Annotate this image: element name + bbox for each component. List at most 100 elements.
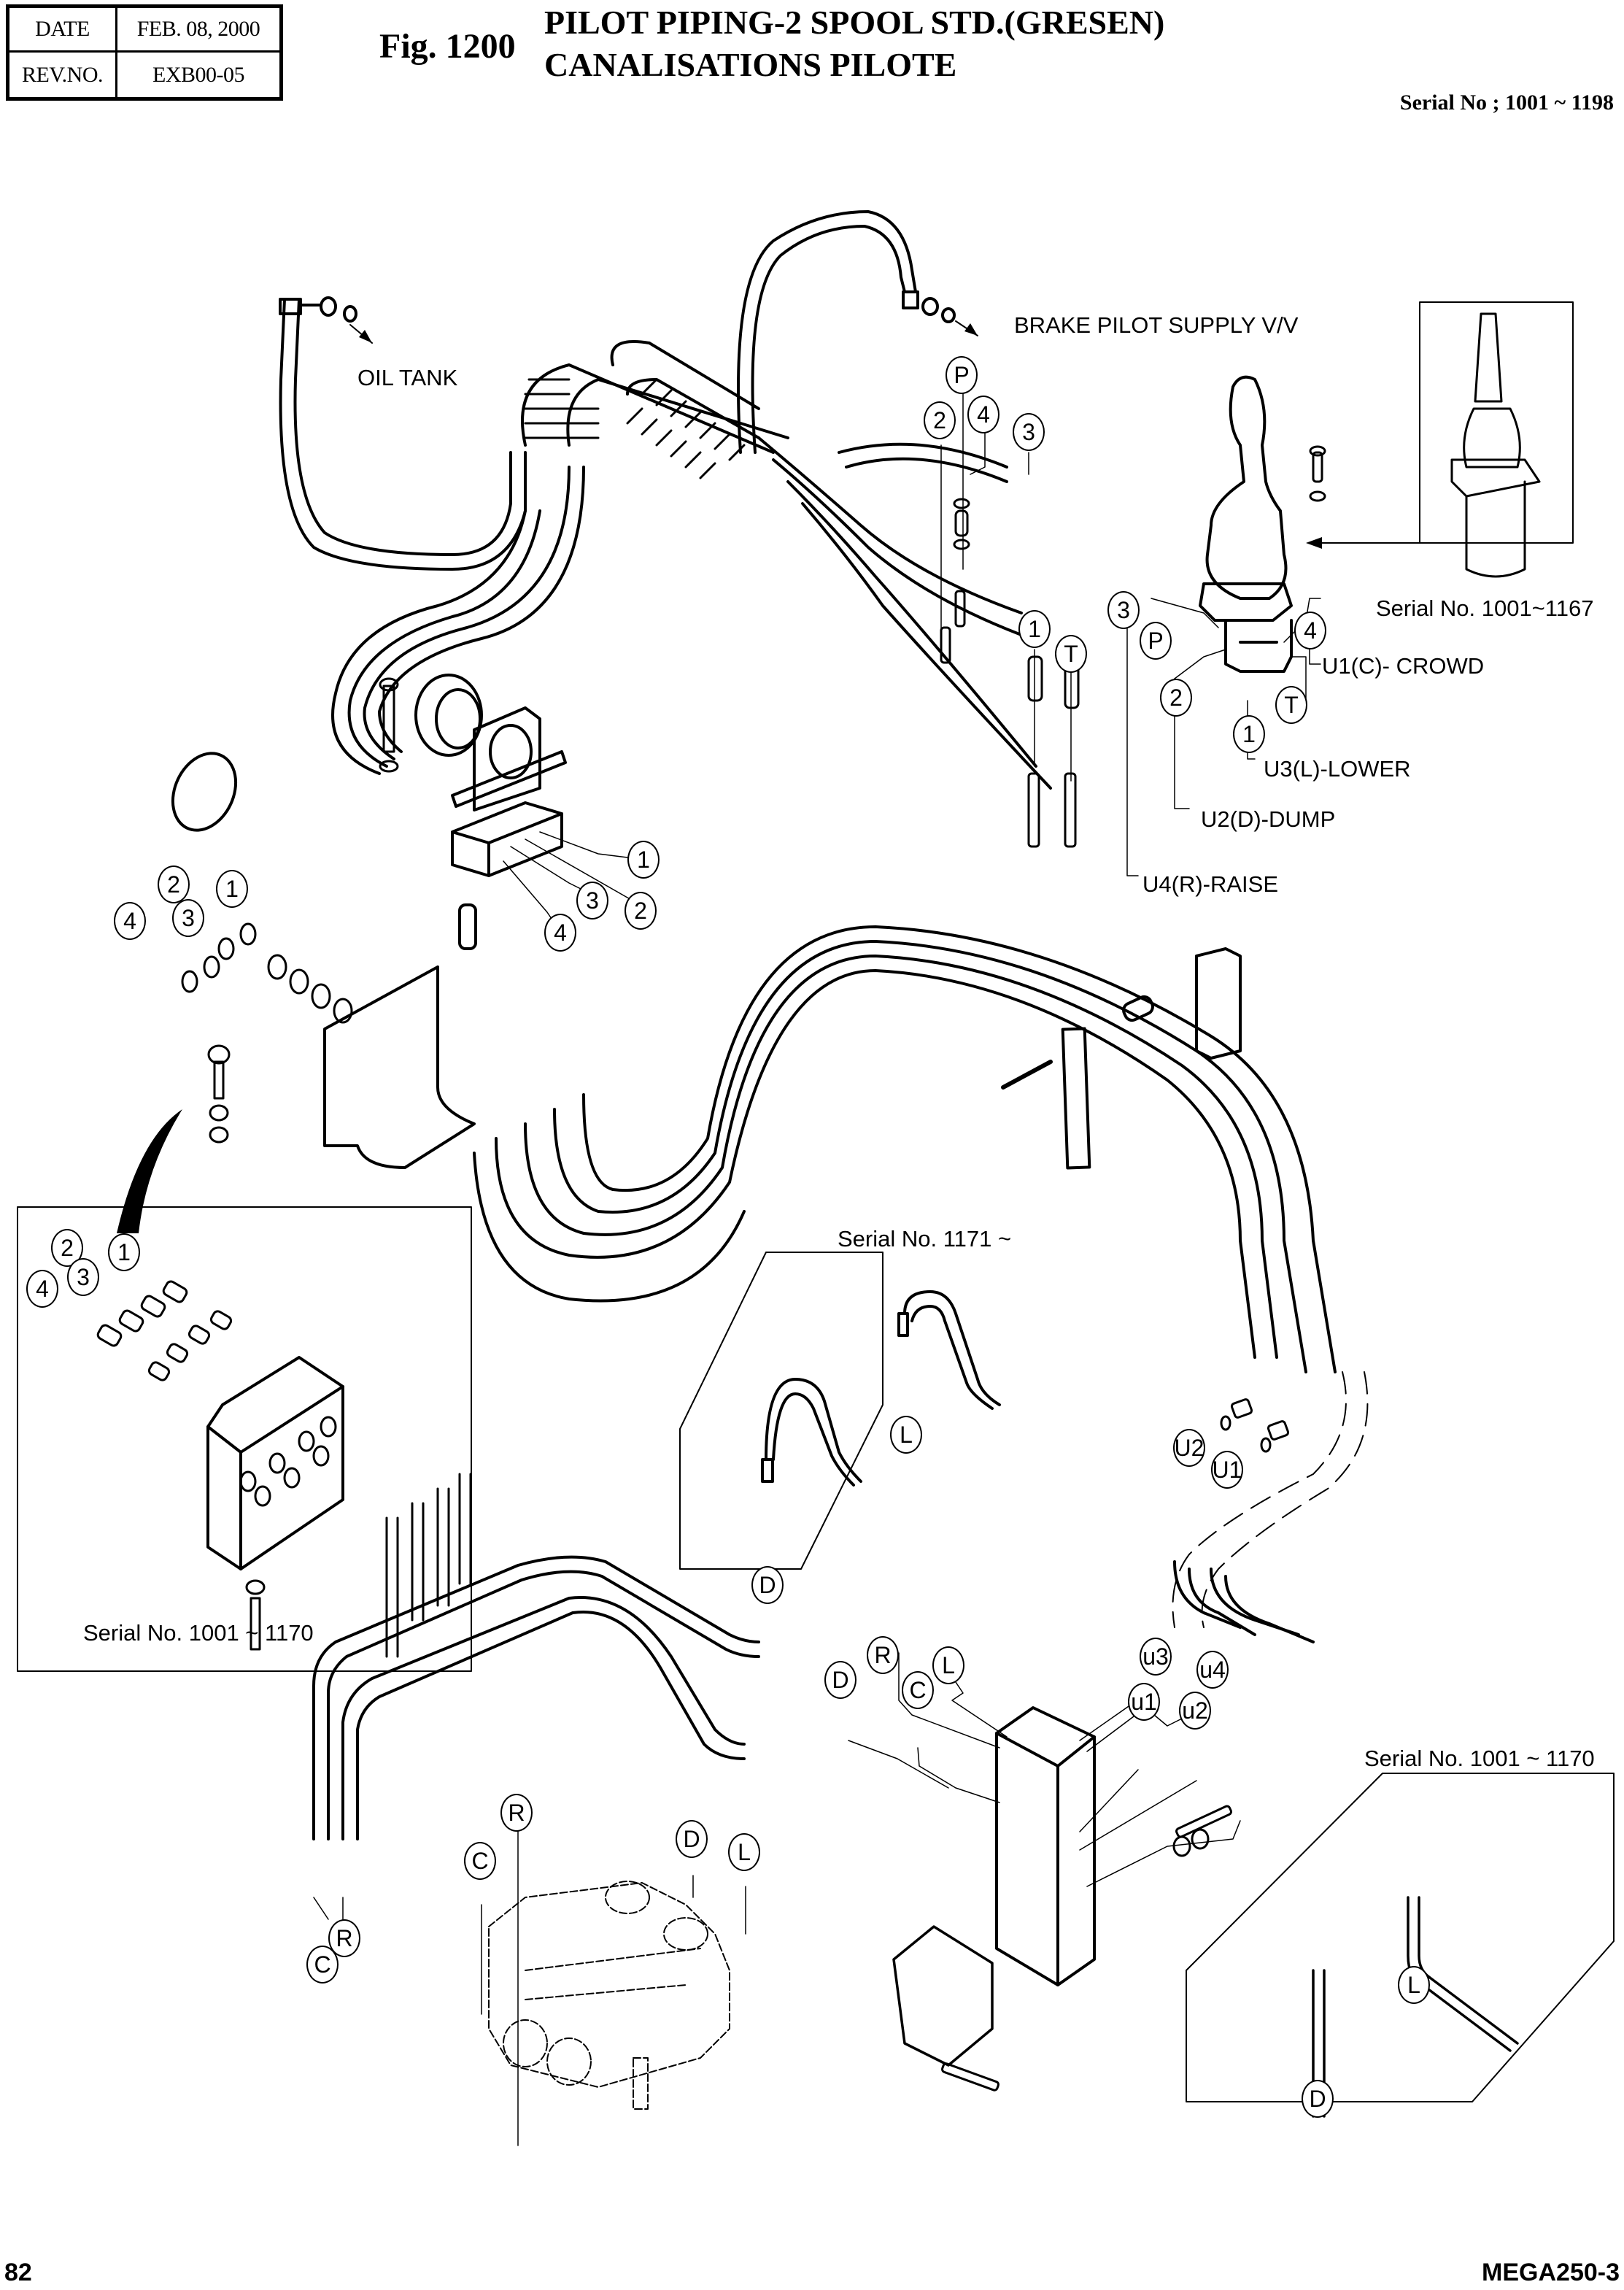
rev-label: REV.NO. (9, 53, 117, 97)
callout-blk-R: R (867, 1636, 899, 1674)
manifold-inset-frame (17, 1206, 472, 1672)
hose-inset-frame (679, 1252, 883, 1570)
oil-tank-arrow (349, 324, 373, 344)
serial-note-manifold-inset: Serial No. 1001 ~ 1170 (83, 1620, 314, 1646)
callout-u2: u2 (1179, 1692, 1211, 1730)
pilot-distribution-block (995, 1706, 1096, 1986)
oil-tank-label: OIL TANK (357, 365, 458, 390)
callout-clamp-2: 2 (625, 892, 657, 930)
model-number: MEGA250-3 (1482, 2259, 1620, 2286)
callout-joy-P: P (946, 356, 978, 394)
serial-note-joystick: Serial No. 1001~1167 (1376, 595, 1594, 621)
page-number: 82 (4, 2259, 32, 2286)
joystick-inset-handle (1450, 312, 1541, 578)
pilot-hose-bundle-middle (473, 925, 1337, 1373)
joystick-pilot-valve (1199, 375, 1293, 673)
callout-joy-2: 2 (924, 401, 956, 439)
callout-blk-L: L (932, 1646, 964, 1684)
joystick-inset-frame (1419, 301, 1574, 544)
callout-mani-1: 1 (108, 1233, 140, 1271)
serial-note-pipe-inset: Serial No. 1001 ~ 1170 (1364, 1746, 1595, 1771)
brake-pilot-label: BRAKE PILOT SUPPLY V/V (1014, 312, 1299, 338)
hose-clamp-block (451, 801, 563, 950)
callout-pipe-C: C (306, 1946, 339, 1983)
callout-U1: U1 (1211, 1451, 1243, 1489)
callout-plate-2: 2 (158, 866, 190, 903)
bracket-bolts (940, 1805, 1232, 2092)
pilot-pipe-pair (312, 1555, 760, 1840)
pilot-hose-bundle-joystick (757, 436, 1052, 790)
callout-mani-2: 2 (51, 1229, 83, 1267)
plate-fittings (181, 922, 353, 1024)
brake-pilot-hose (737, 210, 956, 454)
pilot-hose-bundle-upper (331, 466, 585, 775)
bolt-washers-plate (207, 1044, 231, 1144)
corrugated-sleeve-bundle (521, 340, 789, 454)
callout-blk-D: D (824, 1661, 857, 1699)
leader-lines-lower (313, 1652, 1241, 2146)
callout-hose-D: D (751, 1566, 784, 1604)
callout-mani-3: 3 (67, 1258, 99, 1296)
callout-pv-T: T (1275, 686, 1307, 724)
hidden-hose-dashed (1172, 1371, 1369, 1628)
bolt-small (379, 677, 399, 773)
inset-hoses-1171 (761, 1290, 1001, 1487)
callout-pinset-L: L (1398, 1966, 1430, 2004)
callout-pv-4: 4 (1294, 612, 1326, 649)
callout-pinset-D: D (1302, 2080, 1334, 2118)
callout-joy-4: 4 (967, 396, 999, 433)
callout-U2: U2 (1173, 1429, 1205, 1467)
cable-tie (171, 752, 238, 832)
inset-arrow (1306, 537, 1420, 549)
manifold-fittings (96, 1280, 472, 1658)
u3-lower-label: U3(L)-LOWER (1264, 756, 1411, 782)
callout-valve-C: C (464, 1842, 496, 1880)
u2-dump-label: U2(D)-DUMP (1201, 806, 1336, 832)
date-label: DATE (9, 8, 117, 53)
grommet (414, 674, 483, 757)
pipe-inset-frame (1186, 1773, 1615, 2102)
page-title: PILOT PIPING-2 SPOOL STD.(GRESEN) (544, 4, 1165, 41)
callout-joy-T: T (1055, 635, 1087, 673)
callout-joy-3: 3 (1013, 413, 1045, 451)
leader-lines-joystick (940, 390, 1321, 876)
callout-pv-2: 2 (1160, 679, 1192, 717)
serial-range: Serial No ; 1001 ~ 1198 (1399, 90, 1614, 115)
callout-valve-R: R (500, 1794, 533, 1832)
callout-pv-3: 3 (1107, 591, 1140, 629)
joystick-fittings (940, 445, 1326, 848)
pilot-hose-bundle-lower (1173, 1560, 1315, 1643)
callout-clamp-1: 1 (627, 841, 660, 879)
callout-clamp-4: 4 (544, 914, 576, 952)
callout-valve-D: D (676, 1820, 708, 1858)
revision-table: DATE FEB. 08, 2000 REV.NO. EXB00-05 (6, 4, 283, 101)
serial-note-hose-inset: Serial No. 1171 ~ (838, 1226, 1012, 1252)
brake-pilot-arrow (955, 320, 978, 336)
u4-raise-label: U4(R)-RAISE (1142, 871, 1279, 897)
callout-pv-1: 1 (1233, 715, 1265, 753)
callout-u3: u3 (1140, 1638, 1172, 1676)
sleeve-ribs (524, 378, 746, 479)
mounting-bracket (451, 706, 567, 811)
callout-u1: u1 (1128, 1683, 1160, 1721)
callout-pv-P: P (1140, 622, 1172, 660)
block-bracket (892, 1925, 994, 2067)
hose-clamp-strip (1001, 947, 1242, 1170)
oil-tank-hose (279, 296, 527, 571)
callout-valve-L: L (728, 1833, 760, 1871)
manifold-pointer-arrow (117, 1109, 182, 1233)
callout-plate-3: 3 (172, 899, 204, 937)
callout-mani-4: 4 (26, 1270, 58, 1308)
u1-crowd-label: U1(C)- CROWD (1322, 653, 1485, 679)
rev-value: EXB00-05 (152, 62, 245, 87)
manifold-block (206, 1356, 344, 1570)
date-value: FEB. 08, 2000 (117, 8, 279, 53)
callout-joy-1: 1 (1018, 610, 1051, 648)
callout-plate-1: 1 (216, 870, 248, 908)
control-valve-phantom (488, 1881, 730, 2110)
callout-hose-L: L (890, 1416, 922, 1454)
figure-number: Fig. 1200 (379, 27, 516, 66)
hose-mount-plate (323, 965, 476, 1169)
callout-u4: u4 (1196, 1651, 1229, 1689)
